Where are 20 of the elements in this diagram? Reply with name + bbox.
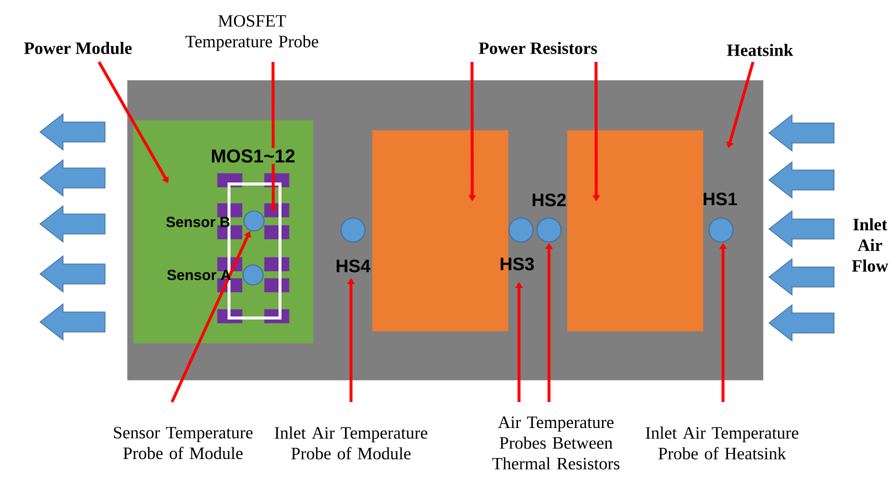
part-label: Heatsink xyxy=(727,44,794,56)
sensor-label: HS1 xyxy=(704,192,737,206)
probe-dot xyxy=(242,264,264,286)
probe-dot xyxy=(708,217,734,243)
chip-label: MOS1~12 xyxy=(209,148,297,164)
sensor-label: HS4 xyxy=(336,260,370,272)
probe-dot xyxy=(508,217,534,243)
probe-label: Inlet Air Temperature Probe of Heatsink xyxy=(646,426,798,460)
sensor-label: HS2 xyxy=(532,194,566,206)
probe-dot xyxy=(340,217,366,243)
probe-label: Inlet Air Temperature Probe of Module xyxy=(274,426,428,460)
probe-dot xyxy=(243,210,265,232)
part-label: Power Module xyxy=(24,42,132,54)
probe-label: Sensor Temperature Probe of Module xyxy=(114,426,253,460)
probe-label: MOSFET Temperature Probe xyxy=(186,15,318,51)
probe-label: Air Temperature Probes Between Thermal Resistors xyxy=(492,416,620,470)
resistor-block xyxy=(567,130,704,332)
airflow-label: Inlet Air Flow xyxy=(852,218,888,272)
probe-dot xyxy=(536,217,562,243)
part-label: Power Resistors xyxy=(478,42,598,54)
